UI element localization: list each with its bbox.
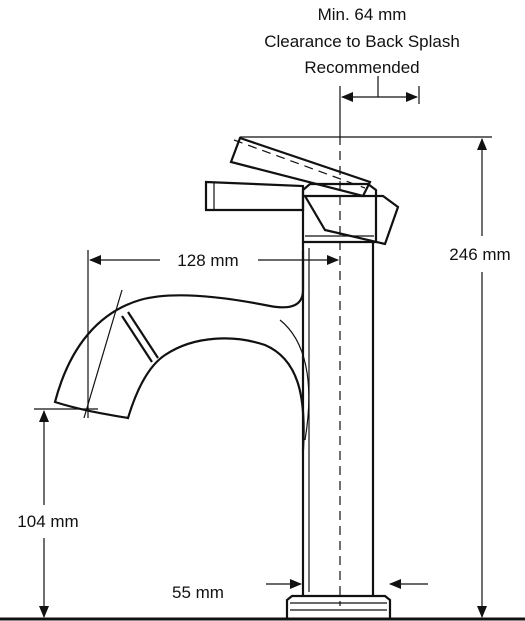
spout-reach-dimension: 128 mm <box>83 249 339 419</box>
spout-height-label: 104 mm <box>17 512 78 531</box>
base-diameter-label: 55 mm <box>172 583 224 602</box>
spout-reach-label: 128 mm <box>177 251 238 270</box>
handle-lever-closed <box>204 180 305 212</box>
clearance-note-line-1: Min. 64 mm <box>318 5 407 24</box>
spout-band-left <box>121 315 153 363</box>
total-height-dimension: 246 mm <box>449 138 511 618</box>
spout-outline <box>53 250 305 451</box>
handle-lever-open <box>229 136 372 198</box>
base-diameter-dimension: 55 mm <box>172 572 428 602</box>
reach-label-bg <box>162 249 256 271</box>
spout-height-dimension: 104 mm <box>17 408 98 618</box>
lever-swing-line <box>233 139 366 189</box>
clearance-note-line-2: Clearance to Back Splash <box>264 32 460 51</box>
total-height-label: 246 mm <box>449 245 510 264</box>
handle-cap <box>303 194 400 246</box>
clearance-dimension <box>339 76 420 136</box>
faucet-body <box>53 136 400 618</box>
spout-tip-tangent <box>83 289 123 419</box>
spout-band-right <box>127 311 159 359</box>
spout-inner-curve <box>279 319 310 441</box>
clearance-note-line-3: Recommended <box>304 58 419 77</box>
faucet-base <box>285 594 392 618</box>
